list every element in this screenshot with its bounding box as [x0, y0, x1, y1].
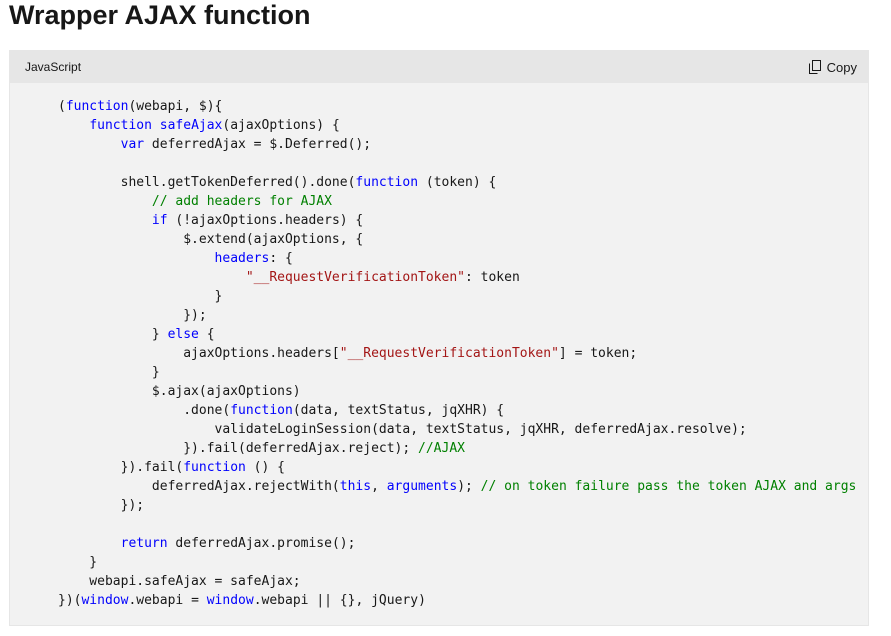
code-text: ,	[371, 479, 387, 494]
code-text: }).fail(	[58, 460, 184, 475]
code-line	[58, 154, 868, 173]
code-text: deferredAjax.rejectWith(	[58, 479, 340, 494]
code-line: });	[58, 306, 868, 325]
code-text: });	[58, 498, 145, 513]
code-keyword: function	[230, 403, 293, 418]
code-line: } else {	[58, 325, 868, 344]
code-keyword: else	[167, 327, 199, 342]
code-comment: // add headers for AJAX	[151, 194, 332, 209]
code-line: }	[58, 553, 868, 572]
code-text: ] = token;	[558, 346, 638, 361]
code-string: "__RequestVerificationToken"	[245, 270, 465, 285]
code-text: $.extend(ajaxOptions, {	[58, 232, 364, 247]
code-text	[58, 270, 246, 285]
code-text: deferredAjax.promise();	[167, 536, 356, 551]
code-block: JavaScript Copy (function(webapi, $){ fu…	[9, 50, 869, 626]
code-text: : token	[465, 270, 520, 285]
code-text: (!ajaxOptions.headers) {	[167, 213, 364, 228]
code-line: headers: {	[58, 249, 868, 268]
code-line: function safeAjax(ajaxOptions) {	[58, 116, 868, 135]
code-text: }).fail(deferredAjax.reject);	[58, 441, 419, 456]
code-text: (webapi, $){	[128, 99, 223, 114]
code-keyword: safeAjax	[159, 118, 223, 133]
code-keyword: arguments	[386, 479, 458, 494]
code-line	[58, 515, 868, 534]
code-text: }	[58, 555, 98, 570]
code-line: }	[58, 287, 868, 306]
code-text	[58, 213, 152, 228]
code-line: }).fail(function () {	[58, 458, 868, 477]
code-keyword: window	[81, 593, 129, 608]
code-line: }	[58, 363, 868, 382]
code-text: shell.getTokenDeferred().done(	[58, 175, 356, 190]
code-text: (	[58, 99, 66, 114]
code-keyword: headers	[214, 251, 270, 266]
code-text	[152, 118, 160, 133]
code-keyword: function	[65, 99, 129, 114]
code-text: .done(	[58, 403, 231, 418]
code-keyword: this	[339, 479, 372, 494]
code-keyword: function	[183, 460, 246, 475]
code-text: deferredAjax = $.Deferred();	[144, 137, 372, 152]
code-line: });	[58, 496, 868, 515]
page-title: Wrapper AJAX function	[9, 0, 311, 30]
code-text: (ajaxOptions) {	[222, 118, 340, 133]
code-text: {	[198, 327, 215, 342]
code-text: validateLoginSession(data, textStatus, j…	[58, 422, 747, 437]
code-keyword: function	[89, 118, 152, 133]
code-text: $.ajax(ajaxOptions)	[58, 384, 301, 399]
copy-icon	[808, 60, 821, 74]
code-line: $.ajax(ajaxOptions)	[58, 382, 868, 401]
code-body: (function(webapi, $){ function safeAjax(…	[58, 97, 868, 610]
code-keyword: window	[206, 593, 254, 608]
code-text: (token) {	[418, 175, 497, 190]
code-text: : {	[269, 251, 293, 266]
code-comment: // on token failure pass the token AJAX …	[480, 479, 857, 494]
code-text: }	[58, 289, 223, 304]
code-line: if (!ajaxOptions.headers) {	[58, 211, 868, 230]
code-line: "__RequestVerificationToken": token	[58, 268, 868, 287]
copy-label: Copy	[826, 59, 857, 75]
code-line: validateLoginSession(data, textStatus, j…	[58, 420, 868, 439]
code-text	[58, 194, 152, 209]
code-text: }	[58, 365, 160, 380]
code-text: });	[58, 308, 207, 323]
code-line: return deferredAjax.promise();	[58, 534, 868, 553]
code-line: $.extend(ajaxOptions, {	[58, 230, 868, 249]
code-text: );	[457, 479, 481, 494]
code-text	[58, 251, 215, 266]
code-line: })(window.webapi = window.webapi || {}, …	[58, 591, 868, 610]
code-text: (data, textStatus, jqXHR) {	[292, 403, 505, 418]
code-line: var deferredAjax = $.Deferred();	[58, 135, 868, 154]
code-keyword: if	[151, 213, 168, 228]
code-text: () {	[245, 460, 285, 475]
code-line: ajaxOptions.headers["__RequestVerificati…	[58, 344, 868, 363]
code-text: })(	[58, 593, 82, 608]
code-keyword: return	[120, 536, 168, 551]
code-line: webapi.safeAjax = safeAjax;	[58, 572, 868, 591]
code-line: (function(webapi, $){	[58, 97, 868, 116]
code-line: deferredAjax.rejectWith(this, arguments)…	[58, 477, 868, 496]
code-text: ajaxOptions.headers[	[58, 346, 340, 361]
code-line: shell.getTokenDeferred().done(function (…	[58, 173, 868, 192]
code-header: JavaScript Copy	[10, 51, 868, 83]
code-keyword: function	[355, 175, 419, 190]
code-comment: //AJAX	[418, 441, 465, 456]
code-line: // add headers for AJAX	[58, 192, 868, 211]
language-label: JavaScript	[25, 60, 82, 74]
copy-button[interactable]: Copy	[808, 58, 857, 76]
code-string: "__RequestVerificationToken"	[339, 346, 559, 361]
code-keyword: var	[120, 137, 145, 152]
code-text	[58, 137, 121, 152]
code-text: webapi.safeAjax = safeAjax;	[58, 574, 301, 589]
code-text: .webapi || {}, jQuery)	[253, 593, 426, 608]
code-text: }	[58, 327, 168, 342]
code-line: .done(function(data, textStatus, jqXHR) …	[58, 401, 868, 420]
code-text	[58, 118, 89, 133]
code-text	[58, 536, 121, 551]
code-text: .webapi =	[128, 593, 207, 608]
code-line: }).fail(deferredAjax.reject); //AJAX	[58, 439, 868, 458]
